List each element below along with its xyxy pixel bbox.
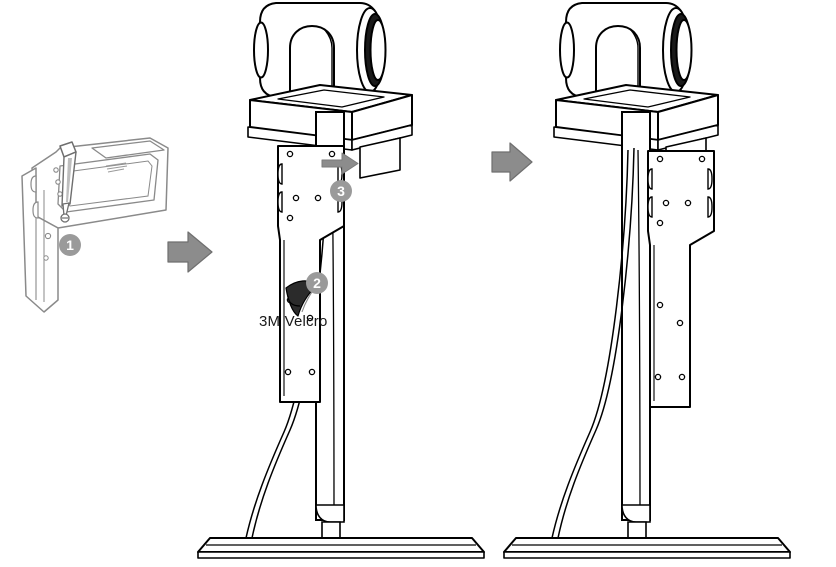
screwdriver-icon xyxy=(59,141,77,223)
step-badge-2: 2 xyxy=(306,272,328,294)
mounting-bracket-step3 xyxy=(647,150,715,408)
slide-direction-arrow xyxy=(321,152,359,175)
panel-step-1: 1 xyxy=(21,137,169,313)
arrow-step2-to-step3 xyxy=(491,142,533,182)
svg-text:3: 3 xyxy=(337,183,345,199)
velcro-label: 3M Velcro xyxy=(259,313,328,330)
svg-text:2: 2 xyxy=(313,275,321,291)
arrow-step1-to-step2 xyxy=(167,231,213,273)
panel-step-2: 3 2 xyxy=(197,2,485,559)
panel-step-3 xyxy=(503,2,791,559)
step-badge-1: 1 xyxy=(59,234,81,256)
step-badge-3: 3 xyxy=(330,180,352,202)
svg-text:1: 1 xyxy=(66,237,74,253)
